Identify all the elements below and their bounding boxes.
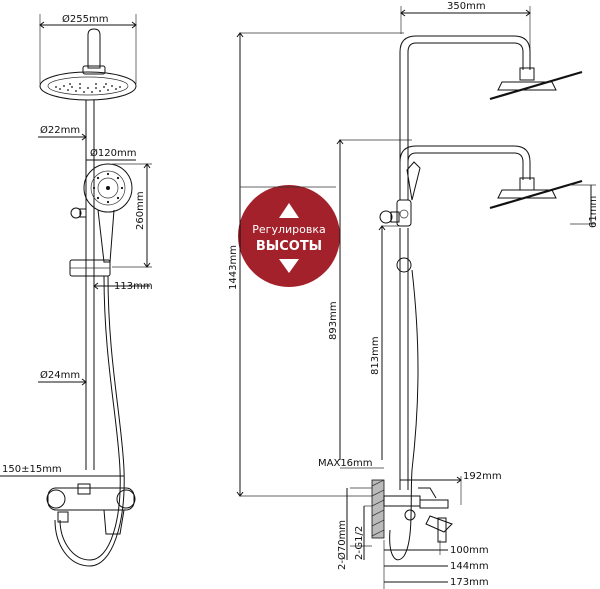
mixer-body xyxy=(47,487,135,511)
slider-ball xyxy=(396,257,412,273)
hose xyxy=(59,275,121,561)
dim-height-893: 893mm xyxy=(328,301,339,340)
dim-arm-length: 350mm xyxy=(447,1,486,12)
hose-side xyxy=(389,269,419,561)
dim-depth-100: 100mm xyxy=(450,545,489,556)
head-high xyxy=(489,70,583,101)
pipe-top xyxy=(87,28,101,69)
mixer-handle xyxy=(103,509,125,535)
dim-head-diameter: Ø255mm xyxy=(62,13,108,25)
dim-depth-192: 192mm xyxy=(463,471,502,482)
dim-pipe-top: Ø22mm xyxy=(40,124,80,136)
hand-shower-head xyxy=(83,163,133,213)
dim-center-spacing: 150±15mm xyxy=(2,464,62,475)
height-adjustment-badge: Регулировка ВЫСОТЫ xyxy=(238,185,340,287)
dim-handshower-height: 260mm xyxy=(135,191,146,230)
head-connector xyxy=(82,65,106,75)
dim-height-813: 813mm xyxy=(370,336,381,375)
mixer-lever xyxy=(425,515,453,533)
arrow-down-icon xyxy=(279,259,299,273)
arrow-up-icon xyxy=(279,203,299,218)
badge-circle xyxy=(238,185,340,287)
dim-head-thickness: 61mm xyxy=(588,196,599,228)
front-view: Ø255mm Ø22mm Ø120mm xyxy=(0,13,153,567)
dim-thread: 2-G1/2 xyxy=(354,526,365,560)
dim-total-height: 1443mm xyxy=(228,245,239,290)
knob-side xyxy=(379,210,393,224)
hand-shower-nozzles xyxy=(92,172,124,204)
rain-head-nozzles xyxy=(55,83,121,93)
dim-depth-173: 173mm xyxy=(450,577,489,588)
badge-line2: ВЫСОТЫ xyxy=(256,239,322,254)
wall-section xyxy=(371,479,385,539)
dim-flange-diameter: 2-Ø70mm xyxy=(336,520,348,570)
head-low xyxy=(489,179,583,210)
dim-depth-144: 144mm xyxy=(450,561,489,572)
shower-arm-high xyxy=(399,35,531,200)
spout xyxy=(57,511,69,523)
mixer-side xyxy=(383,495,421,507)
dim-pipe-bottom: Ø24mm xyxy=(40,369,80,381)
rain-head xyxy=(39,71,137,101)
side-view: 1443mm 893mm 813mm 350mm 61m xyxy=(228,1,599,589)
dim-slider-offset: 113mm xyxy=(114,281,153,292)
badge-line1: Регулировка xyxy=(252,223,325,236)
hand-shower-side xyxy=(406,161,421,201)
knob-left xyxy=(70,207,82,219)
hand-shower-handle xyxy=(97,209,115,263)
dim-max-wall: MAX16mm xyxy=(318,458,373,469)
shower-arm-low xyxy=(399,145,531,190)
dim-handshower-diameter: Ø120mm xyxy=(90,147,136,159)
